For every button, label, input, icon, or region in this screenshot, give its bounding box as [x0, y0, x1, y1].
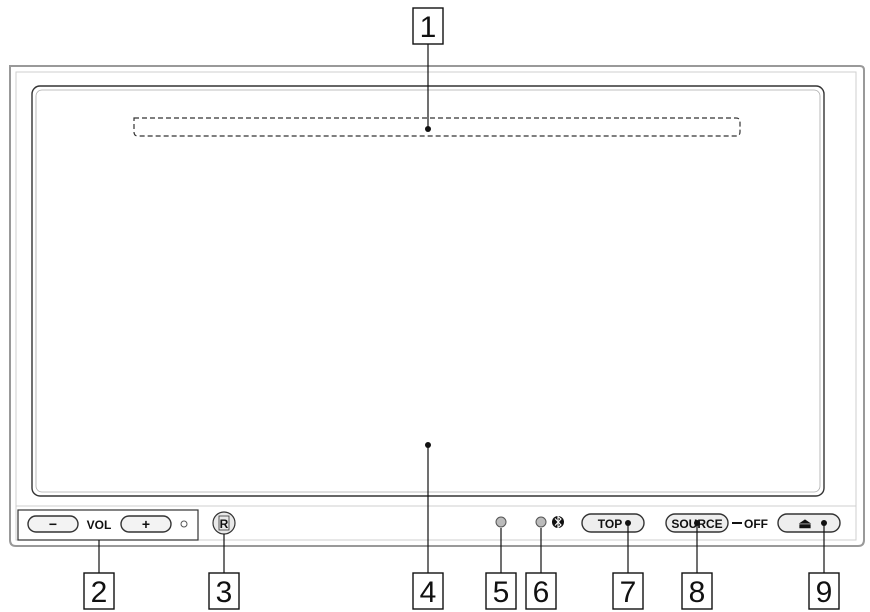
eject-icon: ⏏: [798, 515, 811, 531]
bezel-inner-rim: [15, 71, 857, 541]
callout-1: 1: [412, 7, 444, 45]
remote-sensor-icon: R: [220, 517, 229, 531]
callout-9: 9: [808, 572, 840, 610]
indicator-5: [495, 516, 507, 528]
remote-sensor: R: [212, 511, 236, 535]
callout-8-label: 8: [689, 576, 706, 609]
vol-indicator-dot: [180, 520, 188, 528]
callout-5: 5: [485, 572, 517, 610]
disc-slot: [133, 117, 741, 137]
vol-minus-label: −: [49, 516, 57, 532]
callout-6-label: 6: [533, 576, 550, 609]
callout-3-label: 3: [216, 576, 233, 609]
bluetooth-indicator: [535, 516, 547, 528]
callout-7: 7: [612, 572, 644, 610]
bluetooth-icon: [552, 515, 564, 529]
display-screen: [31, 85, 825, 497]
vol-plus-button[interactable]: +: [120, 515, 172, 533]
top-label: TOP: [598, 517, 622, 531]
vol-label: VOL: [87, 518, 112, 532]
callout-8: 8: [681, 572, 713, 610]
callout-2: 2: [83, 572, 115, 610]
callout-9-label: 9: [816, 576, 833, 609]
vol-minus-button[interactable]: −: [27, 515, 79, 533]
eject-button[interactable]: ⏏: [777, 513, 841, 533]
callout-4: 4: [412, 572, 444, 610]
vol-group-frame: [17, 509, 199, 541]
vol-plus-label: +: [142, 516, 150, 532]
callout-1-label: 1: [420, 11, 437, 44]
callout-4-label: 4: [420, 576, 437, 609]
callout-5-label: 5: [493, 576, 510, 609]
callout-2-label: 2: [91, 576, 108, 609]
callout-3: 3: [208, 572, 240, 610]
top-button[interactable]: TOP: [581, 513, 645, 533]
callout-6: 6: [525, 572, 557, 610]
callout-7-label: 7: [620, 576, 637, 609]
off-label: OFF: [744, 517, 768, 531]
